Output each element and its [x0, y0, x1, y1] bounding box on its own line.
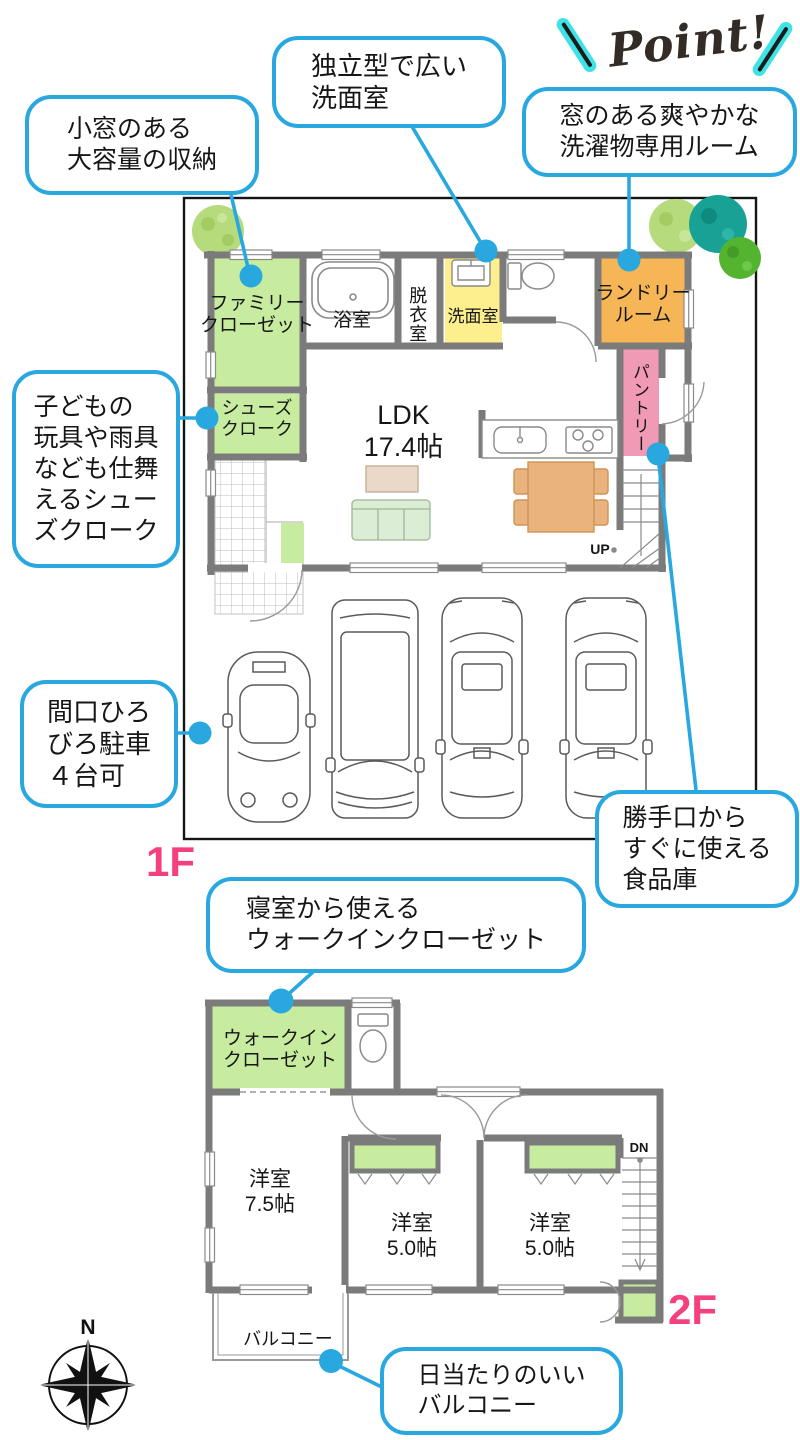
- callout-washroom: 独立型で広い 洗面室: [272, 36, 506, 128]
- stairs-down-label: DN: [629, 1140, 649, 1155]
- floor2-plan: [204, 997, 664, 1361]
- kitchen-counter: [481, 419, 619, 459]
- compass-north-label: N: [80, 1316, 95, 1339]
- car-icon: [222, 651, 316, 823]
- callout-parking: 間口ひろ びろ駐車 ４台可: [20, 680, 178, 808]
- point-logo-text: Point!: [605, 4, 774, 78]
- doors-2f: [351, 1094, 621, 1323]
- car-icon: [435, 597, 529, 819]
- callout-storage: 小窓のある 大容量の収納: [25, 95, 259, 195]
- entry-closet: [281, 523, 304, 566]
- windows-2f: [204, 997, 565, 1296]
- closet-a: [349, 1140, 441, 1174]
- floor2-label: 2F: [668, 1286, 718, 1333]
- wic-sliding-door: [240, 1088, 330, 1097]
- room-label-bedroom-50a: 洋室 5.0帖: [386, 1212, 438, 1260]
- slash-decoration-left: [554, 15, 599, 75]
- walk-in-closet-room: [212, 1006, 346, 1091]
- callout-balcony: 日当たりのいい バルコニー: [380, 1347, 623, 1435]
- stairs-up-label: UP: [590, 541, 610, 557]
- compass-rose: N: [38, 1316, 138, 1433]
- room-label-bath: 浴室: [332, 310, 371, 331]
- room-label-shoes-cloak: シューズ クローク: [221, 398, 293, 440]
- callout-pantry: 勝手口から すぐに使える 食品庫: [595, 790, 799, 908]
- closet-hanger-marks: [357, 1173, 615, 1186]
- room-label-washroom: 洗面室: [447, 307, 499, 326]
- closet-b: [524, 1140, 621, 1174]
- coffee-table: [365, 465, 419, 493]
- sofa: [351, 499, 431, 541]
- callout-wic: 寝室から使える ウォークインクローゼット: [206, 877, 586, 973]
- washbasin-icon: [451, 259, 491, 287]
- porch-tiles: [214, 571, 304, 615]
- toilet-icon: [507, 262, 555, 290]
- room-label-bedroom-75: 洋室 7.5帖: [244, 1168, 296, 1216]
- stairs-up: [611, 469, 661, 569]
- windows-1f: [205, 249, 695, 574]
- shoes-cloak-room: [213, 394, 302, 456]
- floor1-label: 1F: [146, 838, 196, 885]
- callout-laundry: 窓のある爽やかな 洗濯物専用ルーム: [522, 87, 797, 177]
- room-label-ldk: LDK 17.4帖: [363, 400, 444, 462]
- genkan-tiles: [214, 458, 267, 568]
- pantry-room: [622, 349, 659, 456]
- stairs-down: [622, 1157, 658, 1272]
- room-label-wic: ウォークイン クローゼット: [222, 1028, 337, 1072]
- room-label-balcony: バルコニー: [243, 1329, 333, 1349]
- room-label-pantry: パントリー: [630, 363, 650, 453]
- dining-table: [513, 461, 609, 533]
- balcony: [212, 1293, 349, 1361]
- toilet-icon: [357, 1013, 389, 1063]
- tree-icon: [192, 205, 244, 257]
- car-icon: [559, 597, 653, 819]
- room-label-bedroom-50b: 洋室 5.0帖: [524, 1212, 576, 1260]
- tree-icon: [719, 237, 761, 279]
- doors-1f: [249, 321, 705, 622]
- point-logo: Point!: [554, 4, 796, 84]
- room-label-dressing: 脱衣室: [407, 285, 428, 343]
- laundry-room: [600, 258, 687, 344]
- bathtub-icon: [311, 261, 395, 319]
- room-label-laundry: ランドリー ルーム: [595, 283, 691, 327]
- connector-dot: [188, 239, 670, 1373]
- floor1-plan: [182, 195, 761, 841]
- site-boundary-1f: [182, 196, 758, 841]
- callout-shoes-cloak: 子どもの 玩具や雨具 なども仕舞 えるシュー ズクローク: [12, 370, 180, 568]
- car-icon: [325, 599, 425, 819]
- tree-icon: [649, 199, 703, 253]
- room-label-family-closet: ファミリー クローゼット: [199, 293, 314, 337]
